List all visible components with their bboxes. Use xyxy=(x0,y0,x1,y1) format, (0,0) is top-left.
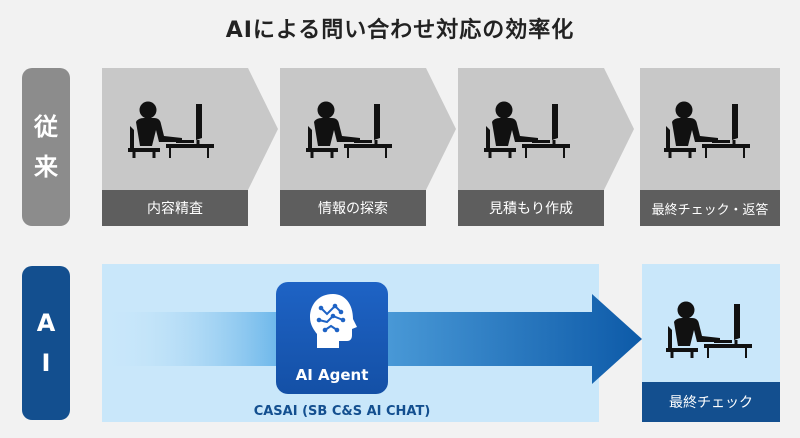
person-at-computer-icon xyxy=(664,300,754,358)
ai-final-check-step: 最終チェック xyxy=(642,264,780,422)
product-name: CASAI (SB C&S AI CHAT) xyxy=(253,404,431,419)
person-at-computer-icon xyxy=(126,100,216,158)
step-estimate-creation: 見積もり作成 xyxy=(458,68,634,226)
step-content-review: 内容精査 xyxy=(102,68,278,226)
person-at-computer-icon xyxy=(662,100,752,158)
row-label-traditional: 従 来 xyxy=(22,68,70,226)
step-info-search: 情報の探索 xyxy=(280,68,456,226)
row-label-char: 従 xyxy=(34,113,58,141)
row-label-ai: A I xyxy=(22,266,70,420)
row-label-char: I xyxy=(41,349,51,377)
row-label-char: A xyxy=(36,309,56,337)
ai-agent-card: AI Agent xyxy=(276,282,388,394)
step-label: 最終チェック・返答 xyxy=(640,190,780,226)
step-final-check-reply: 最終チェック・返答 xyxy=(640,68,780,226)
step-label: 最終チェック xyxy=(642,382,780,422)
step-label: 情報の探索 xyxy=(280,190,426,226)
brain-head-icon xyxy=(310,294,357,348)
step-box xyxy=(640,68,780,190)
ai-agent-label: AI Agent xyxy=(295,366,369,384)
row-label-char: 来 xyxy=(34,153,58,181)
page-title: AIによる問い合わせ対応の効率化 xyxy=(225,18,575,43)
step-label: 見積もり作成 xyxy=(458,190,604,226)
person-at-computer-icon xyxy=(304,100,394,158)
step-label: 内容精査 xyxy=(102,190,248,226)
person-at-computer-icon xyxy=(482,100,572,158)
